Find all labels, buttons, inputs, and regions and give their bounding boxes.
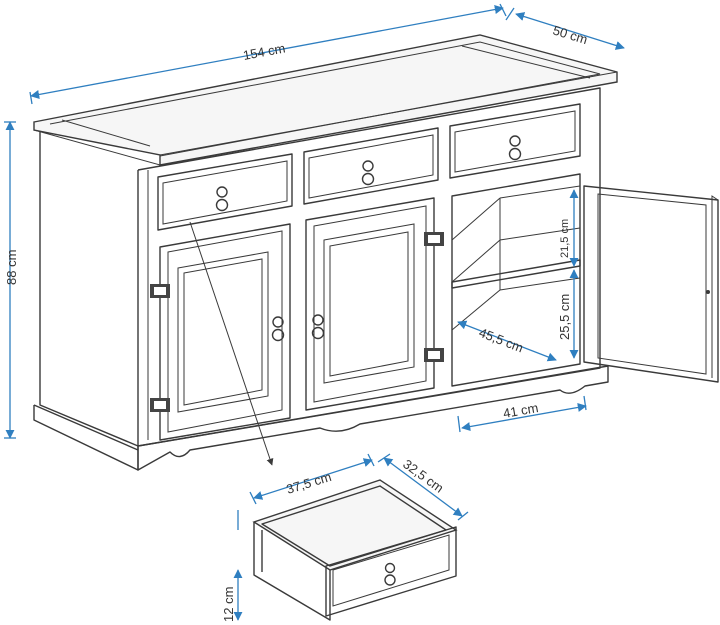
door-right-open <box>583 185 719 383</box>
drawer-detail <box>252 479 458 621</box>
drawer-height-label: 12 cm <box>221 587 236 622</box>
drawer-detail-front <box>325 526 457 617</box>
drawer-knob-icon <box>508 135 522 161</box>
drawer-left <box>157 153 293 231</box>
drawer-knob-icon <box>384 562 396 586</box>
sideboard-left-side <box>39 132 139 447</box>
drawer-middle <box>303 127 439 205</box>
hinge-icon <box>150 398 170 412</box>
hinge-icon <box>424 232 444 246</box>
door-knob-icon <box>271 316 285 342</box>
door-middle <box>305 197 435 411</box>
arrow-icon <box>189 221 274 466</box>
depth-label: 50 cm <box>551 23 589 48</box>
interior-width-label: 41 cm <box>502 400 539 421</box>
hinge-icon <box>150 284 170 298</box>
door-left <box>159 223 291 441</box>
shelf-depth-label: 45,5 cm <box>477 325 526 356</box>
drawer-width-label: 37,5 cm <box>284 469 333 497</box>
door-latch-icon <box>706 290 710 294</box>
hinge-icon <box>424 348 444 362</box>
shelf-upper <box>451 259 581 289</box>
shelf-spacing-lower-label: 25,5 cm <box>557 294 572 340</box>
sideboard-base <box>137 365 609 471</box>
drawer-knob-icon <box>215 186 229 212</box>
height-label: 88 cm <box>4 250 19 285</box>
door-knob-icon <box>311 314 325 340</box>
drawer-right <box>449 103 581 179</box>
sideboard <box>33 34 719 471</box>
width-label: 154 cm <box>242 40 287 63</box>
dimension-lines <box>4 3 625 621</box>
hardware <box>150 135 522 412</box>
drawer-knob-icon <box>361 160 375 186</box>
shelf-spacing-upper-label: 21,5 cm <box>559 219 571 258</box>
open-compartment <box>451 173 581 387</box>
